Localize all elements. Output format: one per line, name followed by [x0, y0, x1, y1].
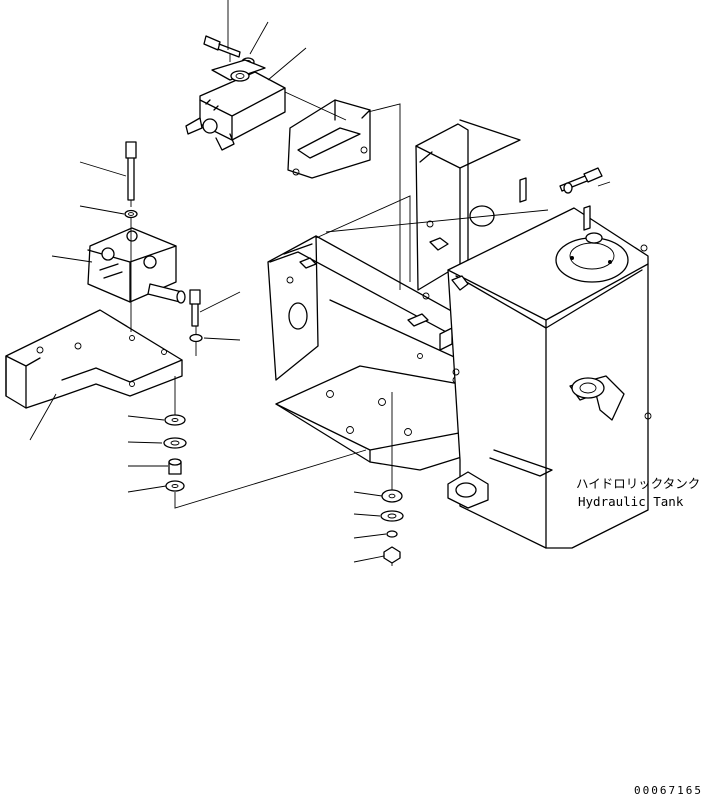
mid-washer — [189, 333, 203, 343]
right-stack — [380, 489, 404, 564]
hydraulic-tank — [415, 119, 652, 549]
assembly-lines — [130, 0, 611, 566]
tank-label-english: Hydraulic Tank — [578, 494, 684, 509]
mid-bolt — [189, 289, 201, 327]
left-stack — [163, 414, 187, 492]
drawing-code: 00067165 — [634, 784, 703, 797]
tank-bolt — [559, 167, 603, 194]
left-washer — [124, 209, 138, 219]
leader-lines — [29, 21, 387, 563]
valve-mount-plate — [5, 309, 183, 409]
top-bolt — [203, 35, 241, 58]
valve-bracket — [287, 99, 371, 179]
tank-label-japanese: ハイドロリックタンク — [576, 476, 700, 491]
left-long-bolt — [125, 141, 137, 201]
control-valve-main — [87, 227, 186, 304]
solenoid-valve-small — [185, 59, 286, 151]
